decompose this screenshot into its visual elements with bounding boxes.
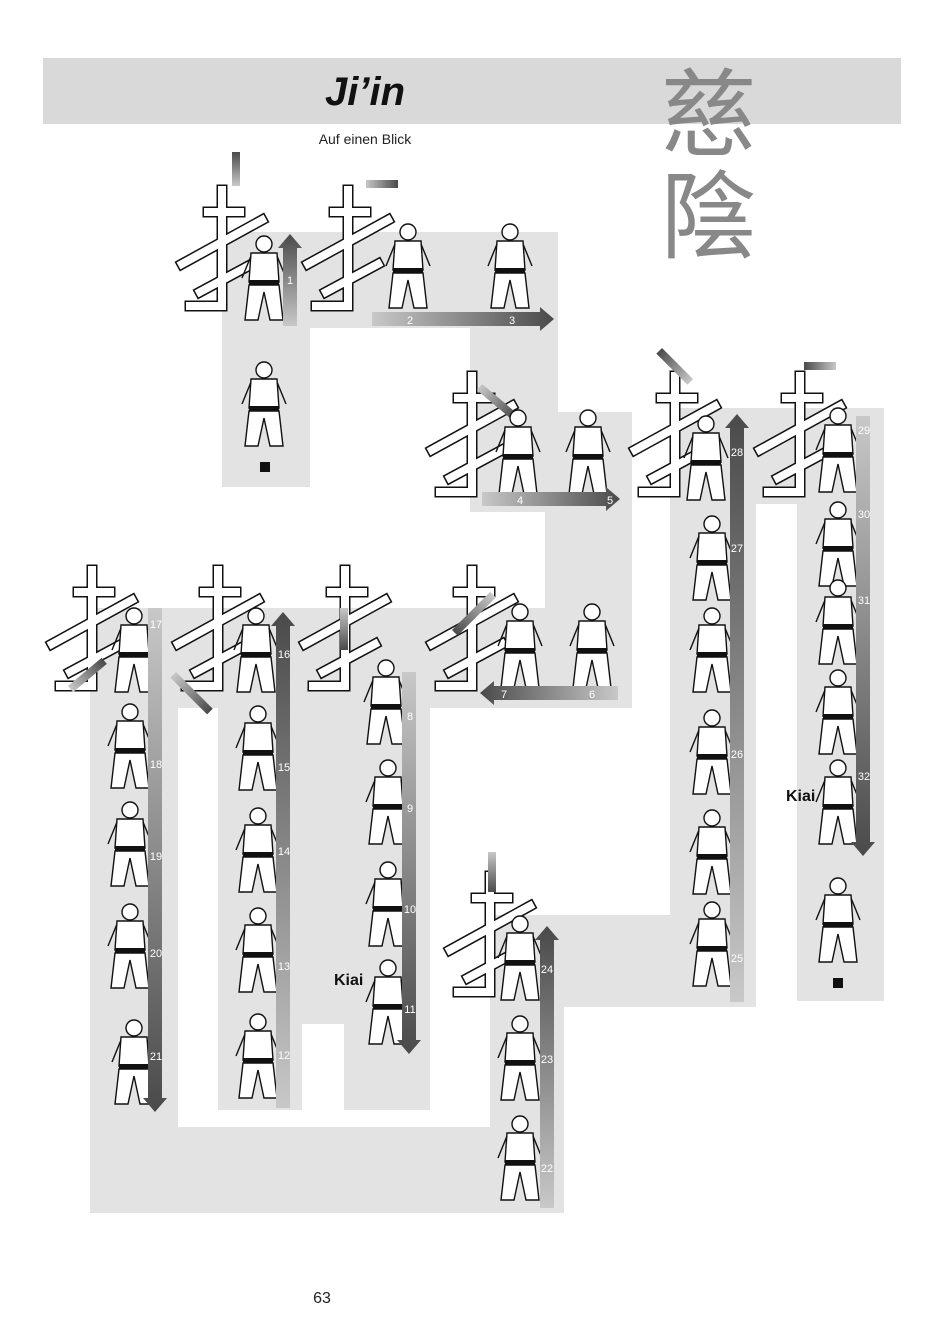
step-number: 12 bbox=[278, 1050, 290, 1062]
step-number: 3 bbox=[509, 315, 515, 327]
step-number: 21 bbox=[150, 1051, 162, 1063]
step-number: 2 bbox=[407, 315, 413, 327]
embusen-symbols bbox=[52, 152, 840, 992]
direction-marker bbox=[67, 657, 107, 693]
arrow-left bbox=[480, 681, 618, 705]
step-number: 18 bbox=[150, 759, 162, 771]
path-band bbox=[545, 512, 632, 608]
step-number: 8 bbox=[407, 711, 413, 723]
step-number: 20 bbox=[150, 948, 162, 960]
page-title: Ji’in bbox=[324, 70, 406, 114]
direction-marker bbox=[488, 852, 496, 892]
step-number: 26 bbox=[731, 749, 743, 761]
step-number: 32 bbox=[858, 771, 870, 783]
arrow-up bbox=[725, 414, 749, 1002]
page-subtitle: Auf einen Blick bbox=[318, 131, 412, 147]
step-number: 7 bbox=[501, 689, 507, 701]
step-number: 29 bbox=[858, 425, 870, 437]
arrow-down bbox=[143, 608, 167, 1112]
arrow-right bbox=[372, 307, 554, 331]
step-number: 15 bbox=[278, 762, 290, 774]
direction-marker bbox=[232, 152, 240, 186]
step-number: 23 bbox=[541, 1054, 553, 1066]
step-number: 5 bbox=[607, 495, 613, 507]
step-number: 25 bbox=[731, 953, 743, 965]
step-number: 9 bbox=[407, 803, 413, 815]
end-marker bbox=[833, 978, 843, 988]
path-band bbox=[302, 698, 344, 1024]
kiai-label: Kiai bbox=[334, 972, 364, 989]
arrow-up bbox=[535, 926, 559, 1208]
direction-marker bbox=[366, 180, 398, 188]
step-number: 31 bbox=[858, 595, 870, 607]
step-number: 28 bbox=[731, 447, 743, 459]
kanji-calligraphy: 慈陰 bbox=[644, 64, 756, 268]
direction-marker bbox=[340, 608, 348, 650]
step-number: 13 bbox=[278, 961, 290, 973]
arrow-up bbox=[278, 234, 302, 326]
arrow-right bbox=[482, 487, 620, 511]
direction-marker bbox=[452, 591, 496, 636]
arrow-down bbox=[397, 672, 421, 1054]
direction-marker bbox=[170, 671, 213, 715]
step-number: 6 bbox=[589, 689, 595, 701]
step-number: 30 bbox=[858, 509, 870, 521]
step-number: 19 bbox=[150, 851, 162, 863]
page-number: 63 bbox=[313, 1290, 331, 1307]
step-number: 17 bbox=[150, 619, 162, 631]
step-numbers: 1 2 3 4 5 6 7 8 9 10 11 12 13 14 15 16 1… bbox=[150, 275, 870, 1175]
step-number: 27 bbox=[731, 543, 743, 555]
step-number: 4 bbox=[517, 495, 523, 507]
step-number: 11 bbox=[404, 1004, 415, 1016]
arrow-down bbox=[851, 416, 875, 856]
step-number: 14 bbox=[278, 846, 290, 858]
step-number: 10 bbox=[404, 904, 416, 916]
step-number: 24 bbox=[541, 964, 553, 976]
step-number: 22 bbox=[541, 1163, 553, 1175]
step-number: 16 bbox=[278, 649, 290, 661]
arrow-up bbox=[271, 612, 295, 1108]
direction-marker bbox=[476, 383, 518, 420]
direction-marker bbox=[656, 347, 694, 385]
direction-arrows bbox=[143, 234, 875, 1208]
path-bands bbox=[90, 232, 884, 1213]
path-band bbox=[564, 915, 670, 1007]
direction-marker bbox=[804, 362, 836, 370]
kiai-label: Kiai bbox=[786, 788, 816, 805]
step-number: 1 bbox=[287, 275, 293, 287]
start-marker bbox=[260, 462, 270, 472]
title-band bbox=[43, 58, 901, 124]
